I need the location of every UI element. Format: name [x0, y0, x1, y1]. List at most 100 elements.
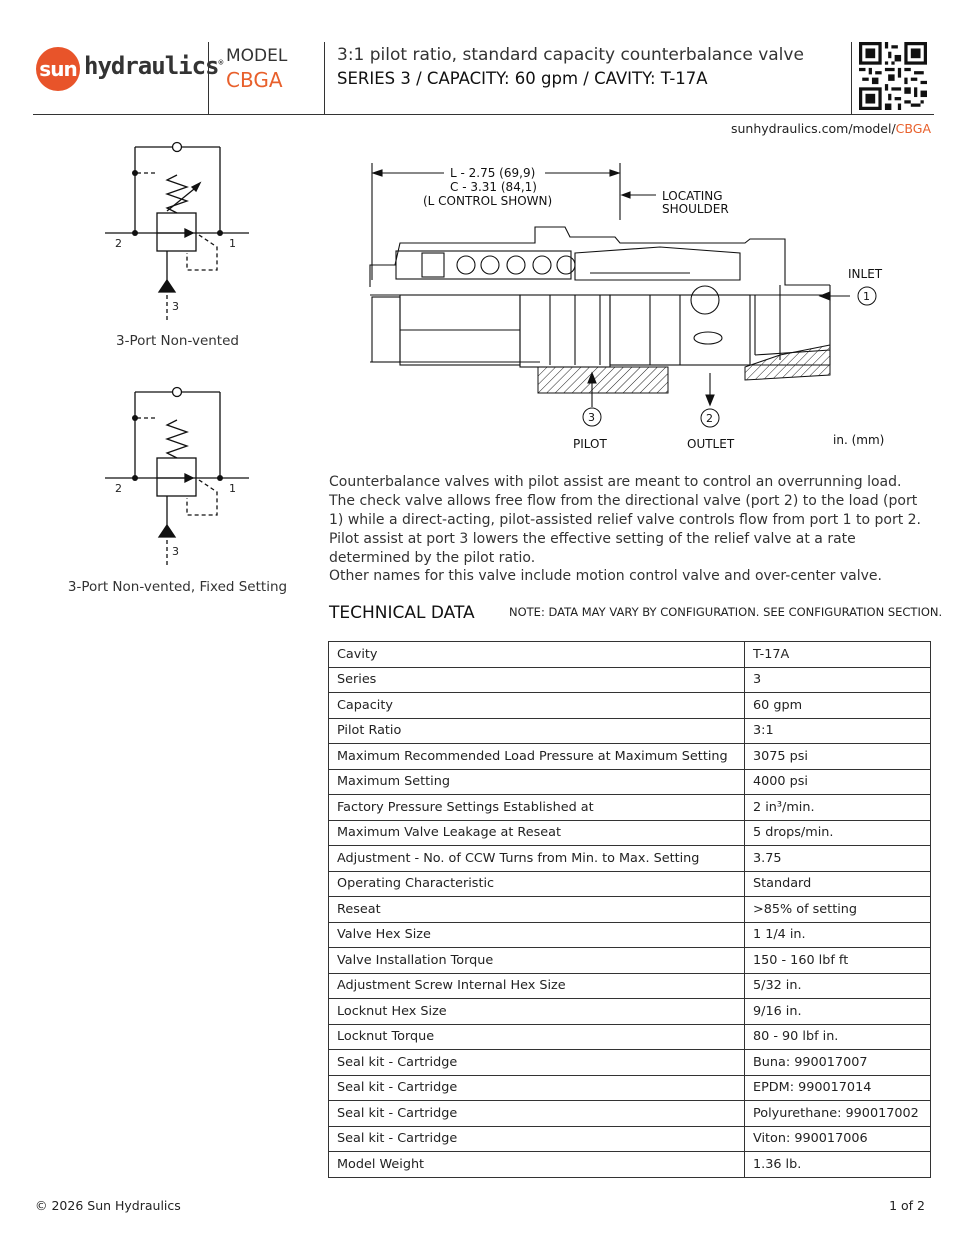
header-rule — [33, 114, 934, 115]
row-label: Adjustment - No. of CCW Turns from Min. … — [328, 845, 745, 872]
row-label: Operating Characteristic — [328, 870, 745, 897]
locating-shoulder-label-1: LOCATING — [662, 189, 723, 203]
row-label: Reseat — [328, 896, 745, 923]
footer-page-number: 1 of 2 — [889, 1198, 925, 1213]
row-label: Seal kit - Cartridge — [328, 1100, 745, 1127]
row-label: Adjustment Screw Internal Hex Size — [328, 972, 745, 999]
row-value: 2 in³/min. — [744, 794, 931, 821]
row-label: Maximum Valve Leakage at Reseat — [328, 819, 745, 846]
outlet-label: OUTLET — [687, 437, 735, 451]
row-label: Valve Hex Size — [328, 921, 745, 948]
row-value: 9/16 in. — [744, 998, 931, 1025]
technical-data-note: NOTE: DATA MAY VARY BY CONFIGURATION. SE… — [509, 605, 943, 619]
row-label: Capacity — [328, 692, 745, 719]
row-label: Series — [328, 666, 745, 693]
inlet-port-number: 1 — [863, 290, 870, 303]
schematic-caption-non-vented: 3-Port Non-vented — [116, 333, 239, 349]
row-label: Seal kit - Cartridge — [328, 1125, 745, 1152]
row-value: 3.75 — [744, 845, 931, 872]
row-value: 80 - 90 lbf in. — [744, 1023, 931, 1050]
port-label-1: 1 — [229, 482, 236, 495]
logo-wordmark: hydraulics® — [84, 52, 224, 80]
dimension-c-label: C - 3.31 (84,1) — [450, 180, 537, 194]
row-value: >85% of setting — [744, 896, 931, 923]
row-label: Cavity — [328, 641, 745, 668]
schematic-caption-fixed-setting: 3-Port Non-vented, Fixed Setting — [67, 579, 288, 595]
row-label: Maximum Setting — [328, 768, 745, 795]
model-code: CBGA — [226, 68, 283, 92]
header-divider-3 — [851, 42, 852, 114]
port-label-3: 3 — [172, 300, 179, 313]
table-row: Reseat>85% of setting — [328, 896, 931, 923]
row-value: 5 drops/min. — [744, 819, 931, 846]
row-value: 150 - 160 lbf ft — [744, 947, 931, 974]
row-label: Model Weight — [328, 1151, 745, 1178]
logo-sun-mark: sun — [36, 47, 80, 91]
row-value: 1 1/4 in. — [744, 921, 931, 948]
row-value: 3:1 — [744, 717, 931, 744]
row-value: Viton: 990017006 — [744, 1125, 931, 1152]
model-url-link[interactable]: sunhydraulics.com/model/CBGA — [731, 121, 931, 136]
dimension-length-label: L - 2.75 (69,9) — [450, 166, 535, 180]
url-model: CBGA — [895, 121, 931, 136]
series-capacity-cavity: SERIES 3 / CAPACITY: 60 gpm / CAVITY: T-… — [337, 69, 708, 88]
description-paragraph-2: Other names for this valve include motio… — [329, 568, 882, 584]
table-row: Maximum Recommended Load Pressure at Max… — [328, 743, 931, 770]
model-label: MODEL — [226, 46, 288, 66]
technical-data-title: TECHNICAL DATA — [329, 603, 475, 623]
logo-registered-mark: ® — [218, 58, 224, 67]
port-label-3: 3 — [172, 545, 179, 558]
description-paragraph-1: Counterbalance valves with pilot assist … — [329, 474, 922, 566]
row-value: 5/32 in. — [744, 972, 931, 999]
row-value: 3 — [744, 666, 931, 693]
port-label-2: 2 — [115, 482, 122, 495]
row-value: EPDM: 990017014 — [744, 1074, 931, 1101]
qr-code-icon[interactable] — [859, 42, 927, 110]
schematic-fixed-setting: 2 1 3 — [105, 386, 249, 565]
locating-shoulder-label-2: SHOULDER — [662, 202, 729, 216]
schematic-non-vented: 2 1 3 — [105, 141, 249, 320]
row-label: Seal kit - Cartridge — [328, 1074, 745, 1101]
row-value: 4000 psi — [744, 768, 931, 795]
inlet-label: INLET — [848, 267, 883, 281]
row-label: Pilot Ratio — [328, 717, 745, 744]
url-prefix: sunhydraulics.com/model/ — [730, 121, 896, 136]
table-row: Factory Pressure Settings Established at… — [328, 794, 931, 821]
row-value: T-17A — [744, 641, 931, 668]
outlet-port-number: 2 — [706, 412, 713, 425]
header-divider-1 — [208, 42, 209, 114]
units-label: in. (mm) — [833, 433, 884, 447]
logo-word-text: hydraulics — [84, 52, 219, 80]
row-value: 60 gpm — [744, 692, 931, 719]
row-label: Seal kit - Cartridge — [328, 1049, 745, 1076]
table-row: Adjustment - No. of CCW Turns from Min. … — [328, 845, 931, 872]
product-description: 3:1 pilot ratio, standard capacity count… — [337, 45, 804, 65]
header-divider-2 — [324, 42, 325, 114]
valve-cross-section-drawing: L - 2.75 (69,9) C - 3.31 (84,1) (L CONTR… — [369, 163, 884, 451]
pilot-port-number: 3 — [588, 411, 595, 424]
row-label: Valve Installation Torque — [328, 947, 745, 974]
row-value: 3075 psi — [744, 743, 931, 770]
row-label: Locknut Torque — [328, 1023, 745, 1050]
row-value: Buna: 990017007 — [744, 1049, 931, 1076]
row-value: Standard — [744, 870, 931, 897]
row-label: Maximum Recommended Load Pressure at Max… — [328, 743, 745, 770]
port-label-2: 2 — [115, 237, 122, 250]
row-label: Locknut Hex Size — [328, 998, 745, 1025]
